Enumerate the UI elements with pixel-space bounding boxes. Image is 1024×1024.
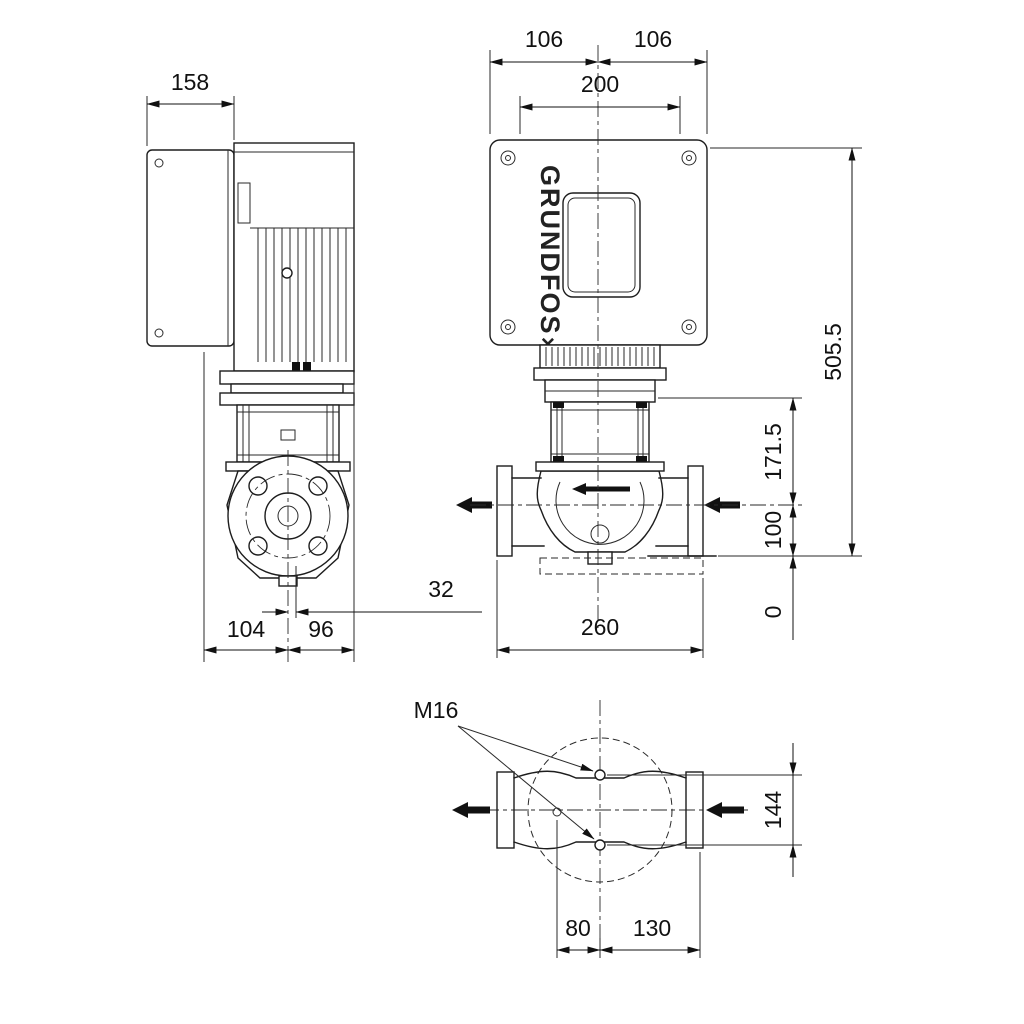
motor-side bbox=[233, 142, 355, 372]
front-dimensions: 106 106 200 260 bbox=[489, 26, 708, 658]
foot-bolt-hole-bottom bbox=[594, 839, 606, 851]
plan-left-flange bbox=[496, 771, 515, 849]
dim-total-height: 505.5 bbox=[820, 147, 856, 557]
height-dimensions: 505.5 171.5 100 0 bbox=[658, 147, 862, 640]
dim-label-505-5: 505.5 bbox=[820, 323, 846, 381]
dim-box-depth: 158 bbox=[146, 69, 235, 146]
dim-base-reference: 0 bbox=[760, 555, 797, 640]
nameplate bbox=[562, 192, 641, 298]
dim-label-260: 260 bbox=[581, 614, 619, 640]
dim-label-100: 100 bbox=[760, 511, 786, 549]
dim-label-104: 104 bbox=[227, 616, 266, 642]
plan-outlet-arrow bbox=[452, 802, 490, 818]
plan-right-flange bbox=[685, 771, 704, 849]
motor-boss bbox=[281, 267, 293, 279]
flow-arrows-plan bbox=[452, 802, 744, 818]
dim-motor-width: 200 bbox=[519, 71, 681, 134]
plan-view: M16 bbox=[414, 697, 748, 938]
side-dimensions: 158 104 96 32 bbox=[146, 69, 482, 662]
front-view: GRUNDFOS ✕ bbox=[456, 45, 802, 628]
foot-bolt-hole-top bbox=[594, 769, 606, 781]
dim-head-height: 171.5 bbox=[760, 397, 797, 506]
plan-dimensions: 144 80 130 bbox=[556, 743, 802, 958]
suction-flange bbox=[496, 465, 513, 557]
dim-label-96: 96 bbox=[308, 616, 334, 642]
dim-label-158: 158 bbox=[171, 69, 209, 95]
bolt-callout: M16 bbox=[414, 697, 595, 840]
base-plate-hidden bbox=[539, 557, 704, 575]
motor-corner-screws bbox=[500, 150, 697, 335]
fan-neck-front bbox=[539, 344, 661, 369]
plug-hole bbox=[552, 807, 562, 817]
flange-bolt-holes bbox=[248, 476, 328, 556]
dim-label-106-right: 106 bbox=[634, 26, 672, 52]
dim-label-144: 144 bbox=[760, 791, 786, 830]
dim-label-200: 200 bbox=[581, 71, 619, 97]
terminal-box bbox=[146, 149, 235, 347]
internal-flow-arrow bbox=[572, 483, 630, 495]
seal-spool-front bbox=[550, 401, 650, 463]
motor-front: GRUNDFOS ✕ bbox=[489, 139, 708, 352]
dim-label-80: 80 bbox=[565, 915, 591, 941]
dim-hole-offsets: 80 130 bbox=[556, 820, 701, 958]
dim-label-171-5: 171.5 bbox=[760, 423, 786, 481]
volute-front bbox=[496, 461, 717, 575]
dim-port-height: 100 bbox=[760, 504, 797, 557]
motor-fins bbox=[250, 227, 354, 362]
drain-plug bbox=[590, 524, 610, 544]
dim-bolt-spacing: 144 bbox=[607, 743, 802, 877]
motor-adapter-side bbox=[219, 370, 355, 406]
motor-adapter-front bbox=[533, 367, 667, 403]
dim-port-offset: 32 bbox=[262, 566, 482, 618]
dim-label-130: 130 bbox=[633, 915, 671, 941]
dim-label-0: 0 bbox=[760, 606, 786, 619]
dim-feet: 104 96 bbox=[203, 352, 355, 662]
plan-inlet-arrow bbox=[706, 802, 744, 818]
bolt-thread-label: M16 bbox=[414, 697, 459, 723]
dim-label-32: 32 bbox=[428, 576, 454, 602]
side-view bbox=[146, 142, 355, 662]
dim-half-widths: 106 106 bbox=[489, 26, 708, 134]
dim-port-to-port: 260 bbox=[496, 560, 704, 658]
motor-outline-hidden bbox=[527, 737, 673, 883]
discharge-flange bbox=[687, 465, 704, 557]
grundfos-logo-text: GRUNDFOS bbox=[535, 165, 565, 336]
dim-label-106-left: 106 bbox=[525, 26, 563, 52]
